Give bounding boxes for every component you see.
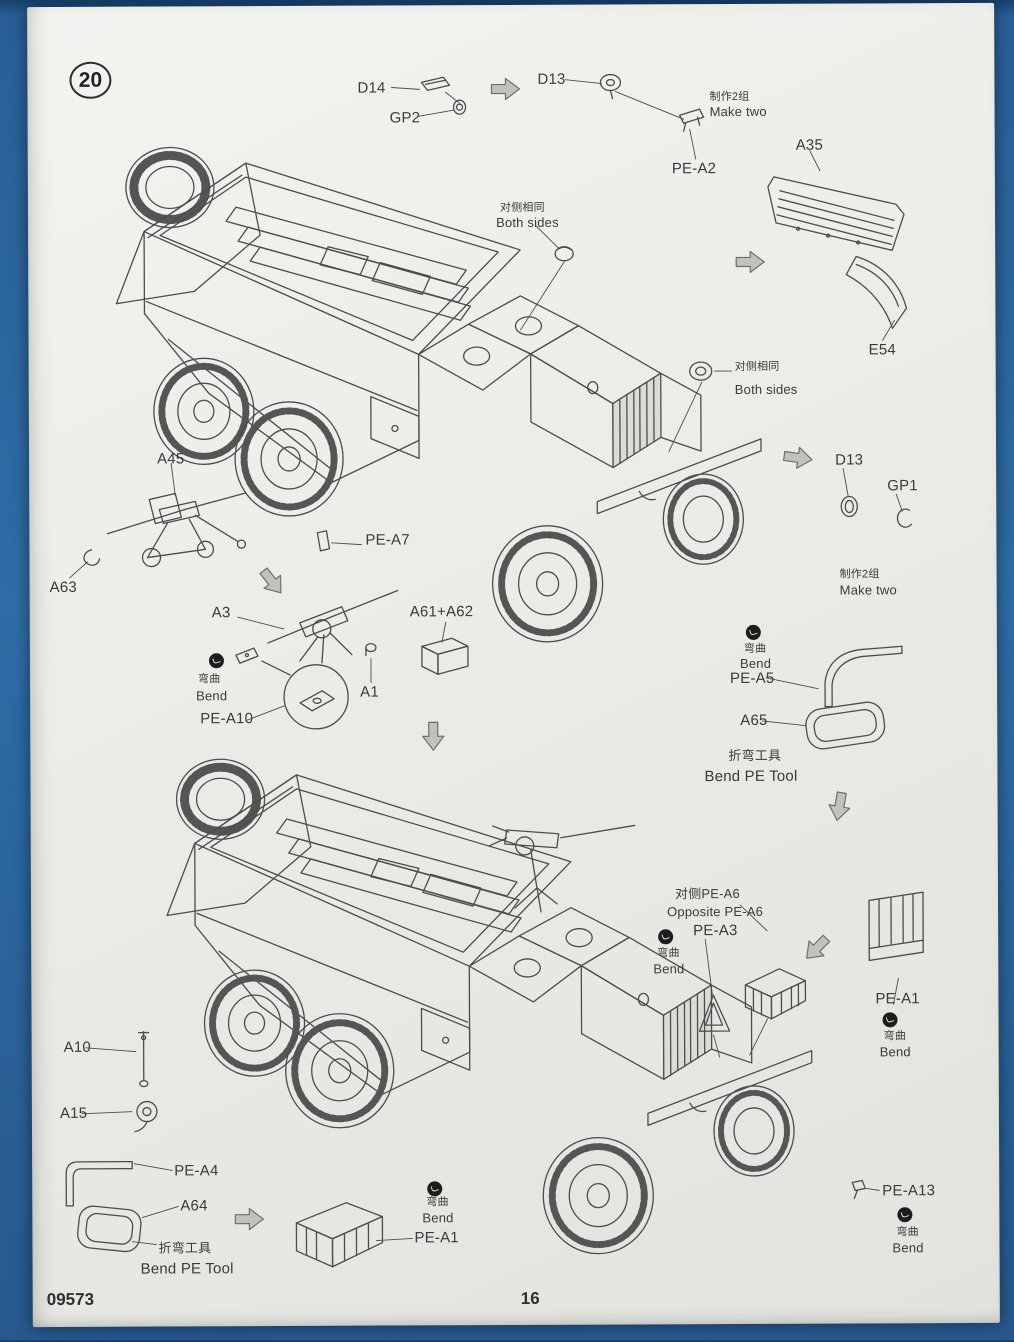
pe-a7-label: PE-A7 [365, 532, 409, 549]
a35-label: A35 [796, 138, 823, 155]
a10-label: A10 [64, 1040, 91, 1057]
bend-pea1-right-en: Bend [880, 1045, 911, 1059]
bend-icon [209, 653, 224, 668]
make-two-right-en: Make two [840, 583, 897, 598]
both-sides-top-cn: 对侧相同 [500, 202, 545, 214]
d14-label: D14 [357, 81, 385, 98]
step-number: 20 [69, 62, 111, 99]
pe-a10-label: PE-A10 [200, 711, 253, 728]
both-sides-top-en: Both sides [496, 216, 559, 231]
bend-icon [427, 1181, 442, 1196]
bend-icon [882, 1012, 897, 1027]
pe-a1-right-label: PE-A1 [875, 991, 919, 1008]
a63-label: A63 [50, 580, 77, 597]
d13-right-label: D13 [835, 452, 863, 469]
opposite-pea6-cn: 对侧PE-A6 [675, 887, 740, 902]
a3-label: A3 [212, 605, 231, 622]
bend-pea13-cn: 弯曲 [896, 1226, 918, 1238]
bend-icon [746, 625, 761, 640]
bend-tool-right-en: Bend PE Tool [704, 769, 797, 786]
make-two-top-en: Make two [710, 105, 767, 120]
pe-a13-label: PE-A13 [882, 1183, 935, 1200]
bend-tool-left-cn: 折弯工具 [158, 1241, 211, 1256]
bend-icon [658, 929, 673, 944]
make-two-right-cn: 制作2组 [840, 568, 880, 580]
opposite-pea6-en: Opposite PE-A6 [667, 905, 763, 920]
a65-label: A65 [740, 713, 767, 730]
a64-label: A64 [180, 1198, 207, 1215]
bend-pea10-cn: 弯曲 [198, 673, 220, 685]
gp1-label: GP1 [887, 478, 918, 495]
bend-tool-right-cn: 折弯工具 [728, 749, 781, 764]
bend-pea1-bottom-cn: 弯曲 [426, 1196, 448, 1208]
a61-a62-label: A61+A62 [410, 604, 474, 621]
both-sides-mid-en: Both sides [735, 383, 798, 398]
bend-tool-left-en: Bend PE Tool [141, 1261, 234, 1278]
a15-label: A15 [60, 1106, 87, 1123]
bend-icon [897, 1207, 912, 1222]
page-number: 16 [521, 1289, 540, 1309]
bend-pea5-cn: 弯曲 [744, 643, 766, 655]
bend-pea3-en: Bend [653, 962, 684, 976]
bend-pea1-right-cn: 弯曲 [884, 1030, 906, 1042]
kit-number: 09573 [47, 1290, 94, 1310]
gp2-label: GP2 [390, 110, 421, 127]
e54-label: E54 [869, 342, 896, 359]
bend-pea13-en: Bend [892, 1241, 923, 1255]
pe-a4-label: PE-A4 [174, 1163, 218, 1180]
d13-top-label: D13 [537, 72, 565, 89]
bend-pea10-en: Bend [196, 689, 227, 703]
bend-pea1-bottom-en: Bend [422, 1211, 453, 1225]
pe-a1-bottom-label: PE-A1 [414, 1230, 458, 1247]
a1-label: A1 [360, 685, 379, 702]
make-two-top-cn: 制作2组 [709, 91, 749, 103]
pe-a2-label: PE-A2 [672, 161, 716, 178]
a45-label: A45 [157, 451, 184, 468]
bend-pea3-cn: 弯曲 [657, 947, 679, 959]
pe-a3-label: PE-A3 [693, 923, 737, 940]
both-sides-mid-cn: 对侧相同 [735, 361, 780, 373]
pe-a5-label: PE-A5 [730, 671, 774, 688]
